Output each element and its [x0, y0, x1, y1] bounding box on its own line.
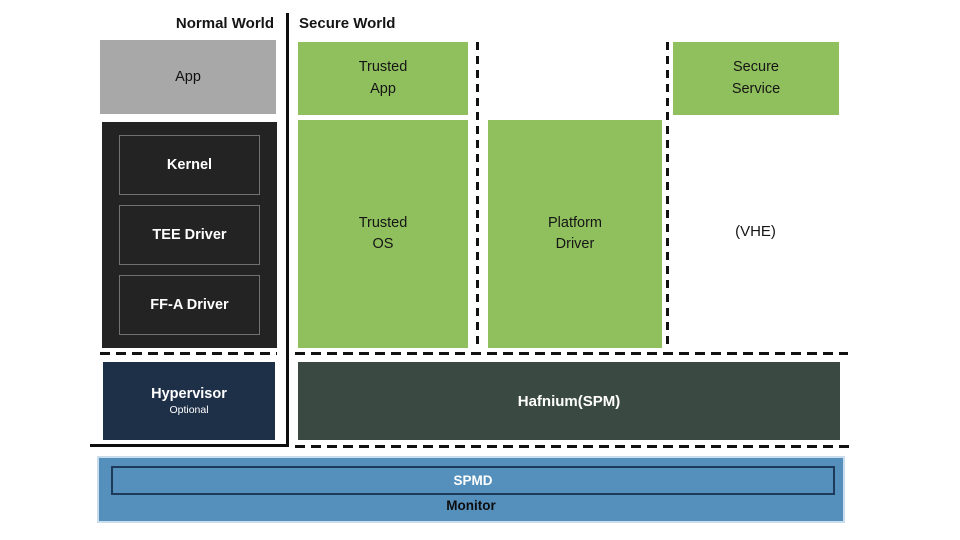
secure-world-label: Secure World — [299, 15, 396, 32]
hypervisor-optional-label: Optional — [169, 404, 209, 416]
hafnium-spm-bar: Hafnium(SPM) — [298, 362, 840, 440]
monitor-bar: SPMD Monitor — [97, 456, 845, 523]
app-box: App — [100, 40, 276, 114]
secure-world-dashed-divider-2 — [666, 42, 669, 350]
platform-driver-box: Platform Driver — [488, 120, 662, 348]
spmd-box: SPMD — [111, 466, 835, 495]
kernel-box: Kernel — [119, 135, 260, 195]
secure-service-box: Secure Service — [673, 42, 839, 115]
secure-world-dashed-line-top — [295, 352, 848, 355]
tee-driver-box: TEE Driver — [119, 205, 260, 265]
secure-world-dashed-divider-1 — [476, 42, 479, 350]
hypervisor-label: Hypervisor — [151, 386, 227, 402]
trusted-app-box: Trusted App — [298, 42, 468, 115]
normal-world-bottom-line — [90, 444, 289, 447]
trusted-os-box: Trusted OS — [298, 120, 468, 348]
kernel-group-box: Kernel TEE Driver FF-A Driver — [102, 122, 277, 348]
monitor-label: Monitor — [446, 498, 496, 513]
secure-world-dashed-line-bottom — [295, 445, 850, 448]
world-divider-line — [286, 13, 289, 447]
hypervisor-box: Hypervisor Optional — [103, 362, 275, 440]
normal-world-dashed-line — [100, 352, 277, 355]
vhe-label: (VHE) — [735, 223, 776, 240]
ffa-driver-box: FF-A Driver — [119, 275, 260, 335]
normal-world-label: Normal World — [175, 15, 274, 32]
